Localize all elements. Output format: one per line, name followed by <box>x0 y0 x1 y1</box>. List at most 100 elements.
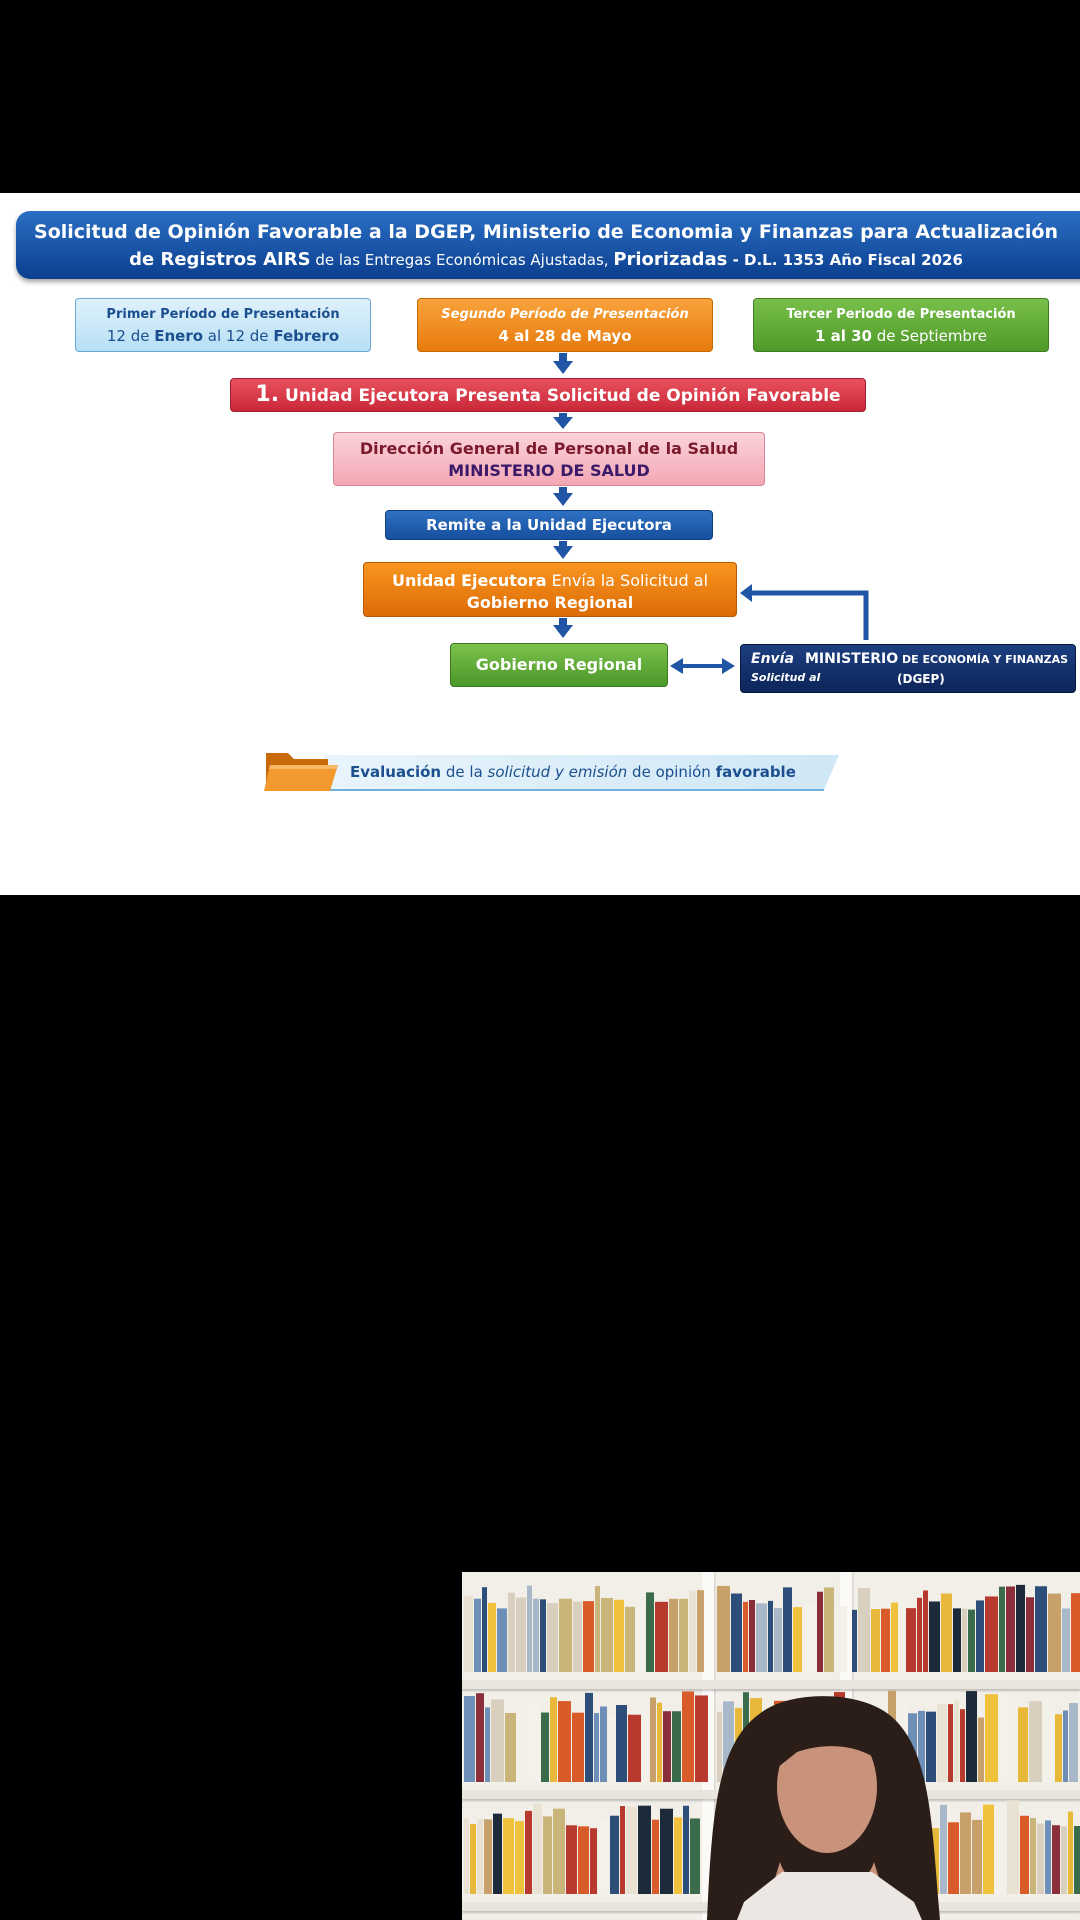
book-spine <box>926 1711 936 1782</box>
book-spine <box>477 1818 483 1894</box>
book-spine <box>1071 1593 1080 1672</box>
mef-dgep: (DGEP) <box>897 672 945 686</box>
ue-box: Unidad Ejecutora Envía la Solicitud al G… <box>363 562 737 617</box>
eval-d: de opinión <box>627 763 716 781</box>
slide: Solicitud de Opinión Favorable a la DGEP… <box>0 193 1080 895</box>
p1-d: Febrero <box>273 327 340 345</box>
book-spine <box>541 1712 549 1782</box>
title-airs: de Registros AIRS <box>129 249 311 270</box>
book-spine <box>484 1819 492 1894</box>
p1-a: 12 de <box>106 327 155 345</box>
book-spine <box>985 1694 998 1782</box>
book-spine <box>516 1597 526 1672</box>
folder-icon <box>264 753 338 791</box>
evaluation-text: Evaluación de la solicitud y emisión de … <box>350 763 796 781</box>
ue-b: Envía la Solicitud al <box>546 571 709 590</box>
book-spine <box>594 1713 599 1782</box>
book-spine <box>960 1709 965 1782</box>
book-spine <box>985 1596 998 1672</box>
p3-a: 1 al 30 <box>814 327 872 345</box>
book-spine <box>636 1608 645 1672</box>
book-spine <box>783 1587 792 1672</box>
book-spine <box>1035 1586 1047 1672</box>
book-spine <box>625 1606 635 1672</box>
book-spine <box>683 1805 689 1894</box>
book-spine <box>600 1706 607 1782</box>
flow-arrows <box>553 353 869 674</box>
period-3-title: Tercer Periodo de Presentación <box>786 307 1016 322</box>
eval-c: solicitud y emisión <box>487 763 628 781</box>
book-spine <box>968 1609 975 1672</box>
book-spine <box>482 1587 487 1672</box>
dgps-line-2: MINISTERIO DE SALUD <box>448 461 650 480</box>
book-spine <box>690 1818 700 1894</box>
book-spine <box>953 1608 961 1672</box>
book-spine <box>1029 1701 1042 1782</box>
book-spine <box>1055 1714 1062 1782</box>
dgps-line-1: Dirección General de Personal de la Salu… <box>359 439 739 458</box>
period-3-dates: 1 al 30 de Septiembre <box>754 327 1048 345</box>
book-spine <box>540 1599 546 1672</box>
book-spine <box>817 1591 823 1672</box>
book-spine <box>917 1597 922 1672</box>
book-spine <box>543 1816 552 1894</box>
book-spine <box>669 1598 678 1672</box>
book-spine <box>505 1712 516 1782</box>
step-1-label: Unidad Ejecutora Presenta Solicitud de O… <box>285 386 841 406</box>
period-3-box: Tercer Periodo de Presentación 1 al 30 d… <box>753 298 1049 352</box>
book-spine <box>1018 1707 1028 1782</box>
shelf-board <box>462 1680 1080 1689</box>
book-spine <box>517 1708 526 1782</box>
book-spine <box>1052 1825 1060 1894</box>
ue-line-2: Gobierno Regional <box>466 593 634 612</box>
eval-b: de la <box>441 763 488 781</box>
title-dl: - D.L. 1353 <box>727 251 830 269</box>
book-spine <box>891 1602 898 1672</box>
book-spine <box>858 1588 870 1672</box>
book-spine <box>1043 1698 1054 1782</box>
eval-e: favorable <box>715 763 796 781</box>
double-arrow-icon <box>670 658 735 674</box>
mef-ministerio: MINISTERIO DE ECONOMÍA Y FINANZAS <box>805 651 1068 667</box>
book-spine <box>488 1602 496 1672</box>
book-spine <box>937 1704 947 1782</box>
book-spine <box>1061 1826 1067 1894</box>
book-spines <box>464 1584 1080 1894</box>
book-spine <box>628 1714 641 1782</box>
book-spine <box>533 1803 542 1894</box>
book-spine <box>695 1695 708 1782</box>
mef-economia: DE ECONOMÍA Y FINANZAS <box>898 653 1069 666</box>
book-spine <box>578 1826 589 1894</box>
book-spine <box>835 1605 847 1672</box>
book-spine <box>1016 1584 1025 1672</box>
book-spine <box>697 1590 704 1672</box>
gobierno-regional-box: Gobierno Regional <box>450 643 668 687</box>
book-spine <box>601 1597 613 1672</box>
book-spine <box>663 1711 671 1782</box>
return-arrow-icon <box>740 584 869 640</box>
mef-min-word: MINISTERIO <box>805 651 899 667</box>
book-spine <box>558 1701 571 1782</box>
book-spine <box>464 1595 473 1672</box>
book-spine <box>978 1717 984 1782</box>
book-spine <box>672 1711 681 1782</box>
mef-solicitud: Solicitud al <box>751 671 821 684</box>
book-spine <box>717 1585 730 1672</box>
book-spine <box>674 1817 682 1894</box>
book-spine <box>638 1805 651 1894</box>
period-1-box: Primer Período de Presentación 12 de Ene… <box>75 298 371 352</box>
period-1-title: Primer Período de Presentación <box>106 307 340 322</box>
book-spine <box>620 1806 625 1894</box>
period-2-box: Segundo Período de Presentación 4 al 28 … <box>417 298 713 352</box>
book-spine <box>717 1711 722 1782</box>
book-spine <box>572 1712 584 1782</box>
book-spine <box>626 1806 637 1894</box>
period-1-dates: 12 de Enero al 12 de Febrero <box>76 327 370 345</box>
book-spine <box>508 1592 515 1672</box>
book-spine <box>803 1603 816 1672</box>
book-spine <box>657 1702 662 1782</box>
period-2-dates: 4 al 28 de Mayo <box>498 327 632 345</box>
book-spine <box>642 1706 649 1782</box>
book-spine <box>899 1606 905 1672</box>
book-spine <box>566 1825 577 1894</box>
